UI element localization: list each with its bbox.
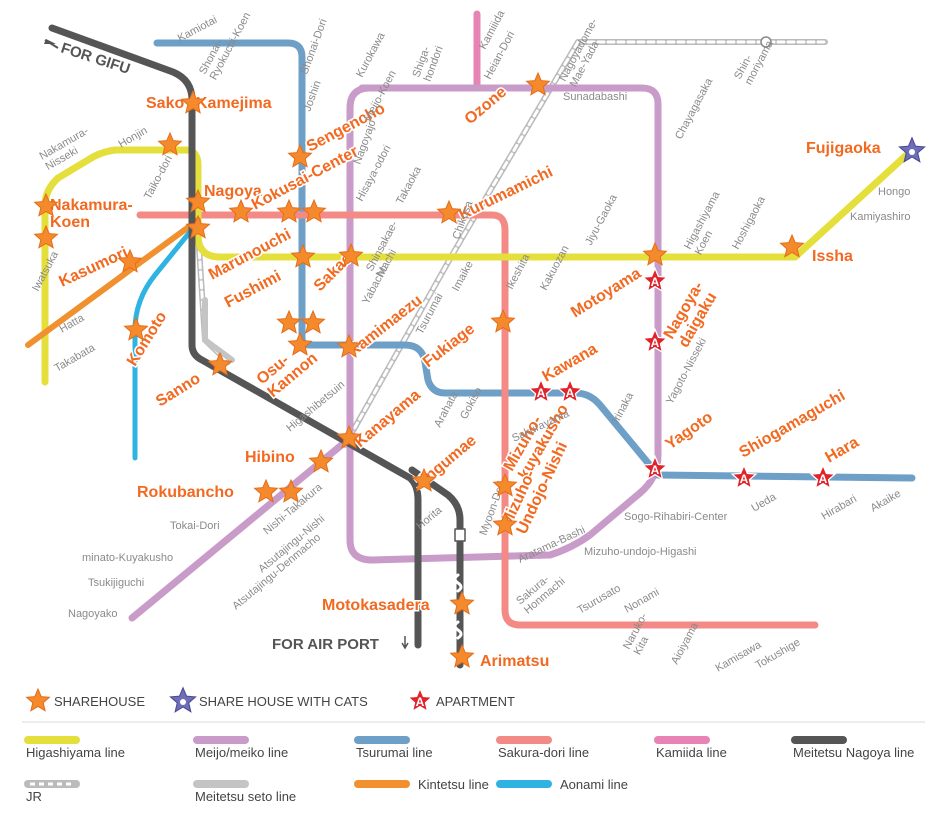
apartment-star-icon[interactable]: A [557,378,583,403]
station-label-imaike: Imaike [450,259,476,293]
legend: SHAREHOUSE SHARE HOUSE WITH CATS APARTMENT… [22,694,925,804]
svg-text:A: A [537,386,546,400]
legend-line-label: Sakura-dori line [498,745,589,760]
highlight-label-hara: Hara [823,434,862,467]
cat-sharehouse-star-icon[interactable] [898,137,926,163]
legend-line-label: Meitetsu seto line [195,789,296,804]
svg-text:A: A [566,386,575,400]
legend-cats-icon[interactable] [169,687,197,713]
station-label-atsutajingu-denmacho: Atsutajingu-Denmacho [230,532,323,613]
station-label-nagoyako: Nagoyako [68,608,118,620]
legend-marker-label: APARTMENT [436,694,515,709]
highlight-label-sanno: Sanno [153,370,204,410]
highlight-label-issha: Issha [812,248,853,265]
svg-text:A: A [651,336,660,350]
legend-line-label: Aonami line [560,777,628,792]
highlight-label-yagoto: Yagoto [663,409,717,454]
legend-line-label: Meitetsu Nagoya line [793,745,914,760]
apartment-star-icon[interactable]: A [642,267,668,292]
station-label-kurokawa: Kurokawa [354,30,388,80]
highlight-label-motokasadera: Motokasadera [322,597,430,614]
svg-text:A: A [740,472,749,486]
jr-line [195,39,828,448]
sharehouse-star-icon[interactable] [277,310,301,334]
shin-moriyama-marker [760,36,772,48]
sakura-dori-line [136,211,819,629]
station-label-ueda: Ueda [750,491,780,515]
station-label-taiko-dori: Taiko-dori [142,154,175,202]
station-label-arahata: Arahata [432,389,461,429]
station-label-tsurusato: Tsurusato [576,582,623,616]
legend-line-label: Kintetsu line [418,777,489,792]
svg-text:A: A [416,695,425,709]
station-label-sunadabashi: Sunadabashi [563,91,627,103]
station-label-naruko-kita: Naruko-Kita [621,611,661,657]
highlight-label-kasumori: Kasumori [57,244,131,291]
highlight-label-motoyama: Motoyama [568,265,644,321]
legend-apartment-icon[interactable]: A [407,687,433,712]
apartment-star-icon[interactable]: A [642,328,668,353]
highlight-label-fujigaoka: Fujigaoka [806,140,881,157]
tsurumai-line [153,39,916,482]
highlight-label-nagoya: Nagoya [204,183,262,200]
station-label-kamiyashiro: Kamiyashiro [850,211,911,223]
higashiyama-line [41,146,916,386]
station-label-tsukijiguchi: Tsukijiguchi [88,577,144,589]
apartment-star-icon[interactable]: A [810,464,836,489]
highlight-label-kamejima: Kamejima [196,95,272,112]
station-label-chayagasaka: Chayagasaka [673,76,716,142]
highlight-label-nakamura-koen: Nakamura-Koen [50,197,133,231]
legend-marker-label: SHAREHOUSE [54,694,145,709]
station-label-irinaka: Irinaka [610,390,637,426]
highlight-label-arimatsu: Arimatsu [480,653,549,670]
airport-label: FOR AIR PORT [272,636,379,653]
legend-marker-label: SHARE HOUSE WITH CATS [199,694,368,709]
svg-text:A: A [819,472,828,486]
station-label-mizuho-undojo-higashi: Mizuho-undojo-Higashi [584,546,697,558]
station-label-hirabari: Hirabari [820,493,859,523]
station-label-kamisawa: Kamisawa [714,638,765,674]
station-label-akaike: Akaike [869,488,904,515]
station-label-nakamura-nisseki: Nakamura-Nisseki [38,125,97,173]
apartment-star-icon[interactable]: A [528,378,554,403]
station-label-tokushige: Tokushige [754,636,803,671]
station-label-sogo-rihabiri-center: Sogo-Rihabiri-Center [624,511,728,523]
station-label-takabata: Takabata [53,341,98,374]
legend-sharehouse-icon[interactable] [26,688,50,712]
station-label-takaoka: Takaoka [394,164,424,207]
meitetsu-seto-line [202,297,235,363]
legend-line-label: Higashiyama line [26,745,125,760]
legend-line-label: Meijo/meiko line [195,745,288,760]
station-label-hoshigaoka: Hoshigaoka [730,194,768,252]
station-label-nagoyadome-mae-yada: Nagoyadome-Mae-Yada [557,16,611,89]
highlight-label-rokubancho: Rokubancho [137,484,234,501]
legend-line-label: JR [26,789,42,804]
station-label-nonami: Nonami [623,586,662,615]
highlight-label-sako: Sako [146,95,184,112]
svg-text:A: A [651,463,660,477]
station-label-shiga-hondori: Shiga-hondori [411,40,446,83]
legend-line-label: Tsurumai line [356,745,433,760]
legend-line-label: Kamiida line [656,745,727,760]
station-label-hongo: Hongo [878,186,910,198]
apartment-star-icon[interactable]: A [731,464,757,489]
station-label-sakura-honmachi: Sakura-Honmachi [514,566,567,616]
meijo-line [128,84,662,622]
svg-text:A: A [651,275,660,289]
kintetsu-line [25,217,201,348]
station-label-kakuozan: Kakuozan [538,244,572,293]
station-label-tokai-dori: Tokai-Dori [170,520,220,532]
highlight-label-hibino: Hibino [245,449,295,466]
station-label-minato-kuyakusho: minato-Kuyakusho [82,552,173,564]
station-label-jiyu-gaoka: Jiyu-Gaoka [583,192,620,248]
airport-direction: FOR AIR PORT [272,636,409,653]
station-label-higashiyama-koen: HigashiyamaKoen [682,189,733,257]
meitetsu-nagoya-line [48,24,466,669]
apartment-star-icon[interactable]: A [642,455,668,480]
highlight-label-nagoya-daigaku: Nagoya-daigaku [661,279,722,351]
